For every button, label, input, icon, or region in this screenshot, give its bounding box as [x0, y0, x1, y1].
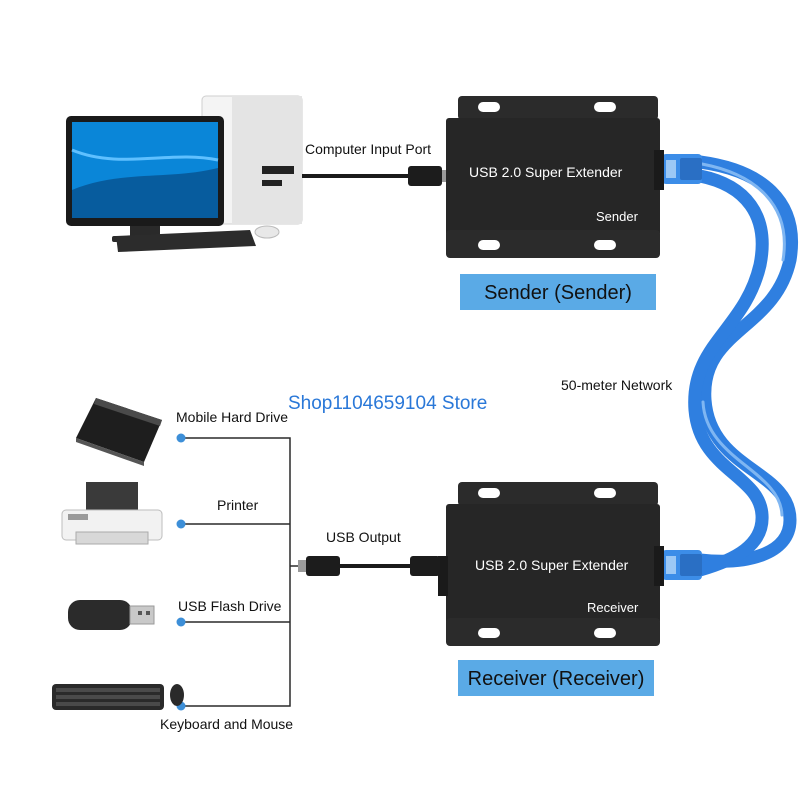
sender-badge-bg	[460, 274, 656, 310]
receiver-device-role: Receiver	[587, 600, 639, 615]
receiver-badge-label: Receiver (Receiver)	[468, 668, 645, 690]
receiver-device-title: USB 2.0 Super Extender	[475, 557, 629, 573]
usb-output-label: USB Output	[326, 529, 401, 545]
computer-input-port-label: Computer Input Port	[305, 141, 431, 157]
usb-output-cable	[298, 556, 440, 576]
sender-device-role: Sender	[596, 209, 639, 224]
receiver-badge: Receiver (Receiver)	[458, 660, 654, 696]
usb-flash-drive-icon	[68, 600, 155, 630]
usb-flash-drive-label: USB Flash Drive	[178, 598, 282, 614]
keyboard-mouse-label: Keyboard and Mouse	[160, 716, 293, 732]
receiver-badge-bg	[458, 660, 654, 696]
connector-dot	[176, 519, 186, 529]
network-length-label: 50-meter Network	[561, 377, 673, 393]
sender-badge-label: Sender (Sender)	[484, 282, 632, 304]
sender-badge: Sender (Sender)	[460, 274, 656, 310]
printer-icon	[61, 482, 163, 545]
printer-label: Printer	[217, 497, 259, 513]
mobile-hard-drive-label: Mobile Hard Drive	[176, 409, 288, 425]
connector-dot	[176, 433, 186, 443]
computer-usb-cable	[302, 166, 450, 186]
sender-device: USB 2.0 Super Extender Sender	[446, 96, 664, 258]
connector-dot	[176, 617, 186, 627]
computer-icon	[66, 95, 303, 252]
rj45-plug-receiver	[662, 550, 702, 580]
sender-device-title: USB 2.0 Super Extender	[469, 164, 623, 180]
receiver-device: USB 2.0 Super Extender Receiver	[438, 482, 664, 646]
network-cable	[662, 154, 798, 580]
connector-dots	[176, 433, 186, 711]
peripheral-bus	[181, 437, 298, 707]
hard-drive-icon	[76, 398, 162, 466]
keyboard-mouse-icon	[52, 684, 184, 710]
store-watermark: Shop1104659104 Store	[288, 393, 487, 414]
rj45-plug-sender	[662, 154, 702, 184]
